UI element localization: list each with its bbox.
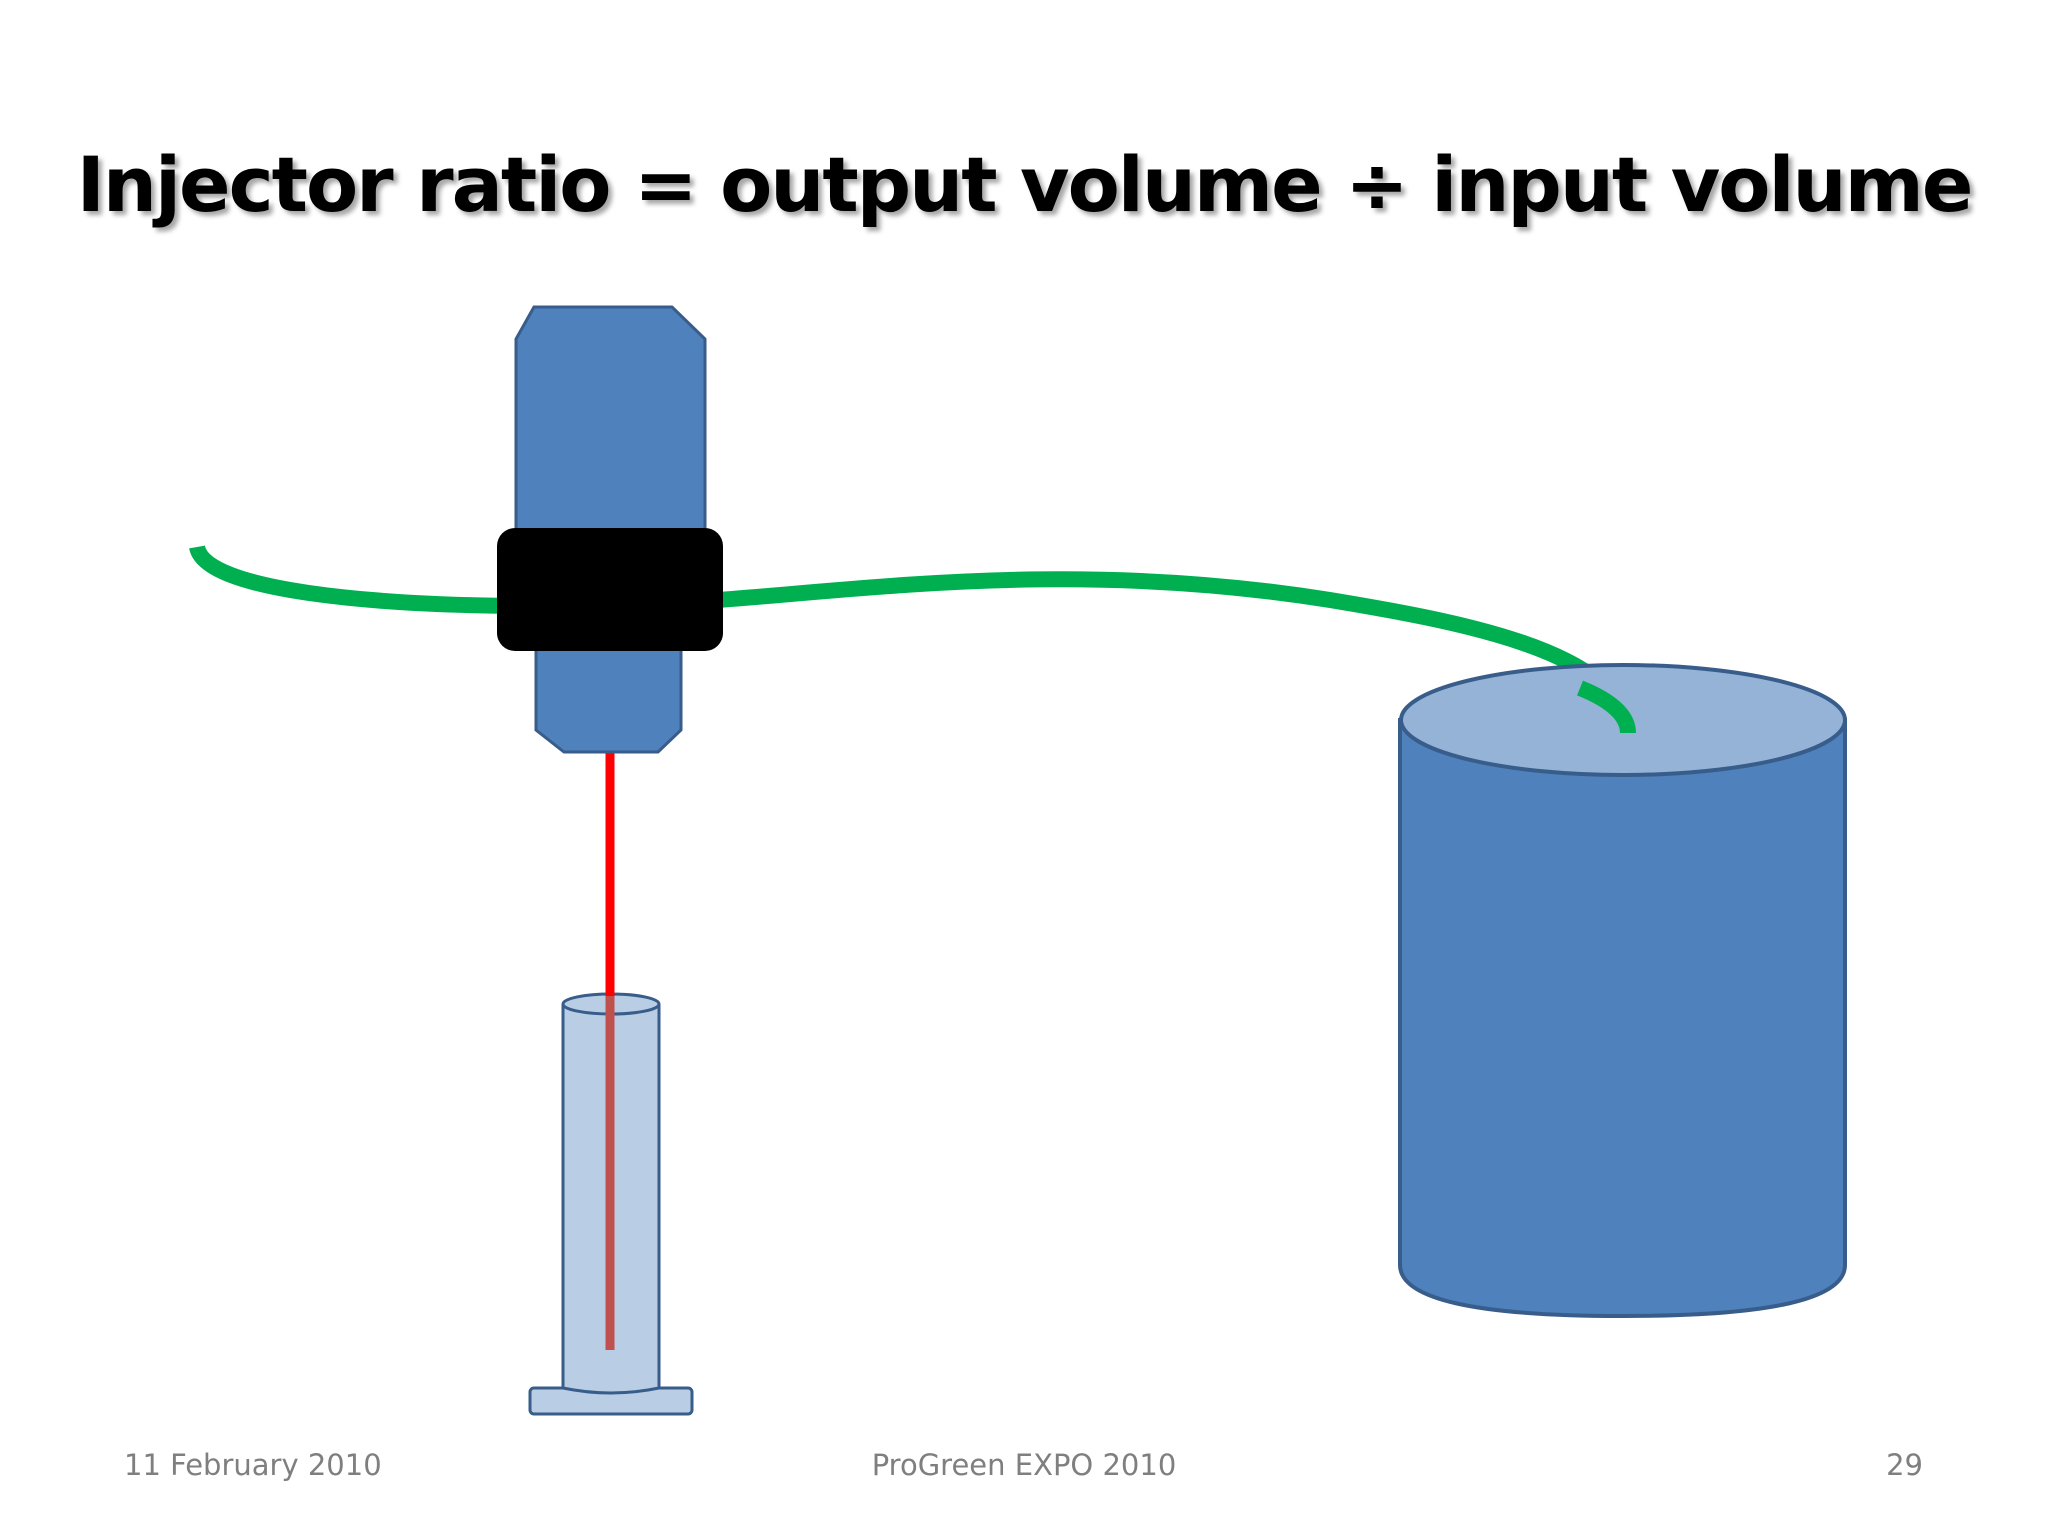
tank-body bbox=[1398, 718, 1847, 1319]
green-hose-end bbox=[1576, 680, 1636, 734]
footer-event: ProGreen EXPO 2010 bbox=[871, 1448, 1177, 1482]
footer-date: 11 February 2010 bbox=[124, 1448, 382, 1482]
water-tank bbox=[1398, 663, 1847, 1319]
footer-page-number: 29 bbox=[1886, 1448, 1923, 1482]
slide-title: Injector ratio = output volume ÷ input v… bbox=[76, 140, 1974, 229]
green-hose bbox=[189, 544, 1636, 734]
hose-clamp bbox=[497, 528, 723, 651]
